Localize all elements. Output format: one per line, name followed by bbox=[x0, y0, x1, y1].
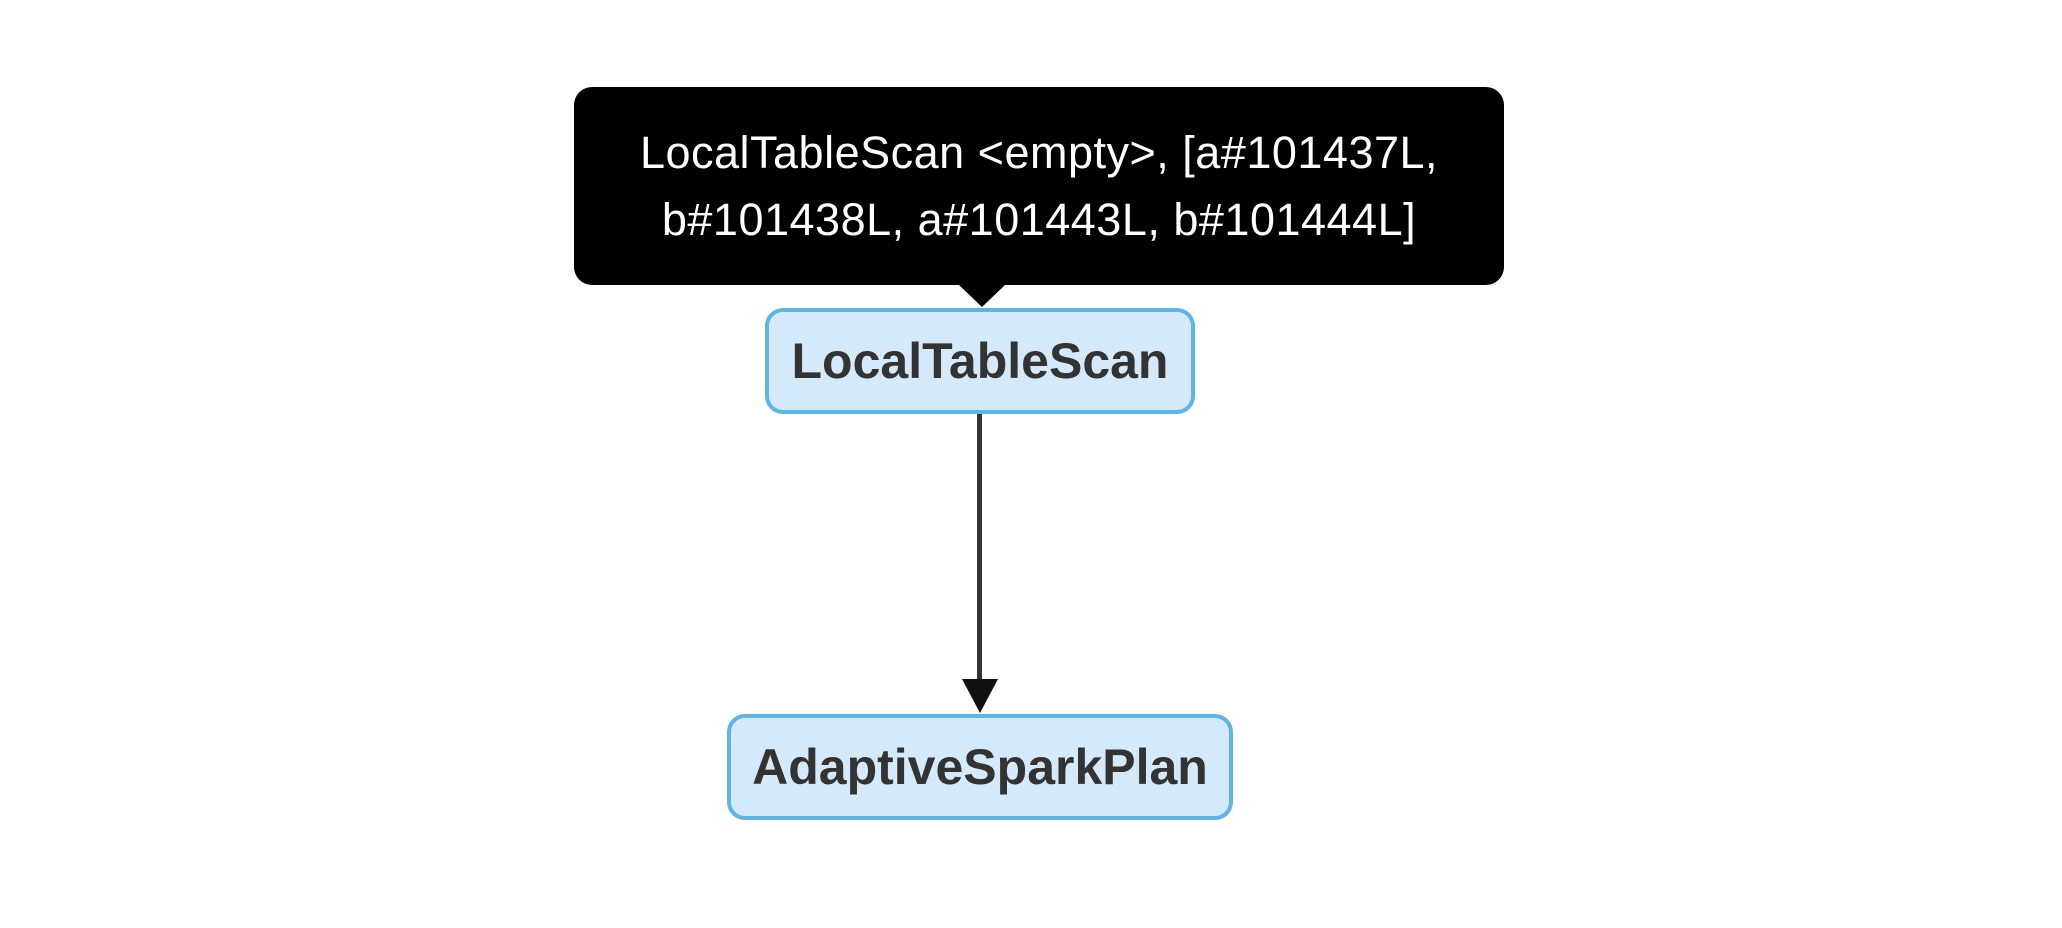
plan-node-localtablescan[interactable]: LocalTableScan bbox=[765, 308, 1195, 414]
tooltip-pointer-icon bbox=[959, 285, 1005, 307]
tooltip-line-2: b#101438L, a#101443L, b#101444L] bbox=[661, 194, 1417, 245]
edge-arrowhead-icon bbox=[962, 679, 998, 713]
plan-node-label: AdaptiveSparkPlan bbox=[752, 739, 1208, 795]
edge-line bbox=[977, 414, 982, 680]
plan-node-label: LocalTableScan bbox=[791, 333, 1169, 389]
node-tooltip: LocalTableScan <empty>, [a#101437L, b#10… bbox=[574, 87, 1504, 285]
tooltip-line-1: LocalTableScan <empty>, [a#101437L, bbox=[639, 127, 1439, 178]
plan-node-adaptivesparkplan[interactable]: AdaptiveSparkPlan bbox=[727, 714, 1233, 820]
